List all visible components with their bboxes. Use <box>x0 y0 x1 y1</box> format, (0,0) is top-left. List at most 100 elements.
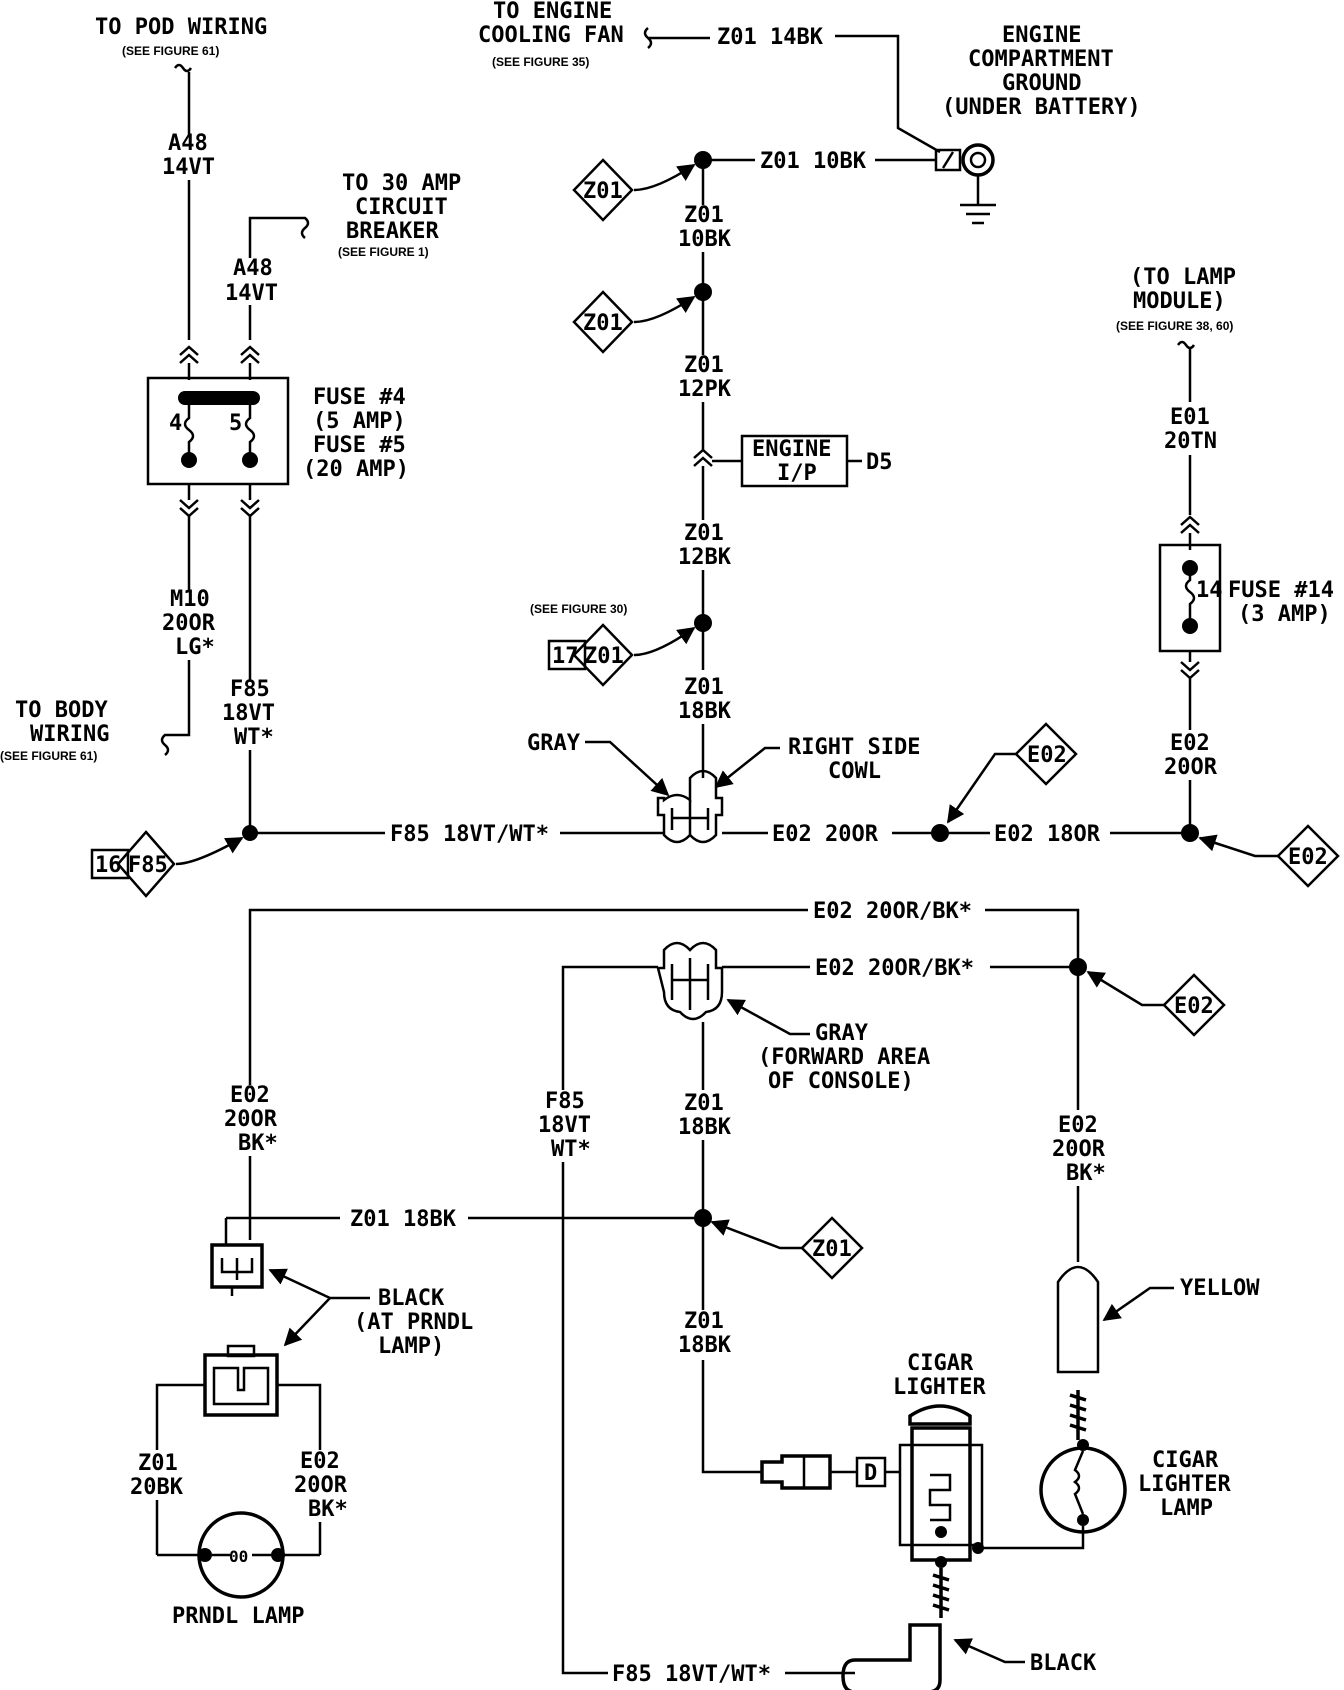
console-connector-inner <box>670 958 710 1010</box>
e02-pl-code: E02 <box>300 1449 340 1474</box>
cowl-label-2: COWL <box>828 759 881 784</box>
black-boot <box>841 1623 942 1690</box>
z01-arrow-1 <box>633 163 696 192</box>
prndl-conn-lower-inner <box>212 1366 270 1406</box>
a48-right-gauge: 14VT <box>225 281 278 306</box>
cb-ref: (SEE FIGURE 1) <box>338 245 429 259</box>
z01-diamond-1-label: Z01 <box>583 179 623 204</box>
lighter-plug <box>760 1454 832 1490</box>
e02-splice-1 <box>931 824 949 842</box>
cb-break-mark <box>248 216 310 258</box>
z01-code-1: Z01 <box>684 203 724 228</box>
z01-diamond-1 <box>572 158 634 222</box>
gray2-label-2: (FORWARD AREA <box>758 1045 930 1070</box>
z01-gauge-7: 20BK <box>130 1475 184 1500</box>
black-boot-label: BLACK <box>1030 1651 1097 1676</box>
body-wiring-label-2: WIRING <box>30 722 109 747</box>
ground-label-3: GROUND <box>1002 71 1081 96</box>
fuse-4-element <box>183 405 195 458</box>
fan-label-2: COOLING FAN <box>478 23 624 48</box>
fuse14-term-bot <box>1182 618 1198 634</box>
e02-right2-gauge: 20OR <box>1052 1137 1106 1162</box>
fuse14-label-2: (3 AMP) <box>1238 602 1331 627</box>
fan-break-mark <box>643 27 710 49</box>
connector-16-name: F85 <box>128 853 168 878</box>
fuse-bus-bar <box>178 391 260 405</box>
prndl-lamp-label: PRNDL LAMP <box>172 1604 304 1629</box>
gray2-arrow <box>726 998 810 1036</box>
e02-18or-label: E02 18OR <box>994 822 1101 847</box>
e02-orbk-top-label: E02 20OR/BK* <box>813 899 972 924</box>
prndl-lamp-term-left <box>198 1548 212 1562</box>
yellow-socket <box>1056 1265 1100 1374</box>
cig-lamp-label-1: CIGAR <box>1152 1448 1219 1473</box>
d-terminal-label: D <box>864 1461 877 1486</box>
fuse-4-terminal <box>181 452 197 468</box>
fuse14-conn-bot <box>1180 661 1200 680</box>
connector-17-name: Z01 <box>584 644 624 669</box>
z01-code-6: Z01 <box>684 1309 724 1334</box>
ground-eyelet-hole <box>969 151 987 169</box>
e02-orbk-top-wire-right <box>985 908 1080 967</box>
fuse14-conn-top <box>1180 515 1200 534</box>
fuse-4-number: 4 <box>169 411 182 436</box>
z01-arrow-lower <box>710 1219 802 1250</box>
z01-diamond-lower <box>800 1216 864 1280</box>
e02-diamond-top <box>1014 722 1078 786</box>
f85-gauge: 18VT <box>222 701 275 726</box>
gray2-label-1: GRAY <box>815 1021 869 1046</box>
cigar-lighter-body <box>910 1426 972 1562</box>
console-connector-shell <box>656 941 724 1021</box>
f85-bottom-label: F85 18VT/WT* <box>612 1662 771 1687</box>
e02-arrow-right <box>1198 834 1278 858</box>
pod-wiring-label: TO POD WIRING <box>95 15 267 40</box>
e02-diamond-right <box>1276 824 1340 888</box>
e02-arrow-top <box>946 752 1016 824</box>
fan-label-1: TO ENGINE <box>493 0 612 24</box>
prndl-conn-lower-tab <box>226 1344 256 1358</box>
f85-code: F85 <box>230 677 270 702</box>
f85-mid-wire <box>561 1162 608 1675</box>
fuse-5-element <box>244 405 256 458</box>
cigar-lighter-term-right <box>972 1542 984 1554</box>
gray2-label-3: OF CONSOLE) <box>768 1069 914 1094</box>
z01-to-lighter-wire <box>701 1360 762 1474</box>
z01-diamond-lower-label: Z01 <box>812 1237 852 1262</box>
m10-gauge: 20OR <box>162 611 216 636</box>
cigar-lighter-term-top <box>935 1526 947 1538</box>
e02-pl-gauge: 20OR <box>294 1473 348 1498</box>
fan-ref: (SEE FIGURE 35) <box>492 55 589 69</box>
a48-left-gauge: 14VT <box>162 155 215 180</box>
m10-wire-2 <box>160 660 191 756</box>
e02-left-tracer: BK* <box>238 1131 278 1156</box>
lamp-to-lighter-wire <box>978 1526 1085 1550</box>
fuse-block <box>146 376 290 486</box>
connector-16-box <box>90 848 130 880</box>
connector-16-number: 16 <box>95 853 122 878</box>
ground-eyelet-slash <box>941 151 955 169</box>
cowl-connector-shell <box>656 769 724 844</box>
f85-mid-tracer: WT* <box>551 1137 591 1162</box>
connector-17-box <box>547 639 587 671</box>
z01-code-5: Z01 <box>684 1091 724 1116</box>
lamp-module-label-2: MODULE) <box>1133 289 1226 314</box>
e02-diamond-top-label: E02 <box>1027 743 1067 768</box>
black-label-1: BLACK <box>378 1286 445 1311</box>
cowl-arrow <box>714 746 780 789</box>
e02-diamond-lower <box>1162 973 1226 1037</box>
ground-label-4: (UNDER BATTERY) <box>942 95 1141 120</box>
e02-right2-tracer: BK* <box>1066 1161 1106 1186</box>
f85-tracer: WT* <box>234 725 274 750</box>
a48-right-code: A48 <box>233 256 273 281</box>
black-label-3: LAMP) <box>378 1334 444 1359</box>
fuse-conn-bot-left <box>179 499 199 518</box>
fuse-label-3: FUSE #5 <box>313 433 406 458</box>
z01-gauge-5: 18BK <box>678 1115 732 1140</box>
fuse-conn-bot-right <box>240 499 260 518</box>
z01-code-7: Z01 <box>138 1451 178 1476</box>
ground-eyelet-ring <box>961 143 995 177</box>
ground-label-1: ENGINE <box>1002 23 1081 48</box>
fuse-5-terminal <box>242 452 258 468</box>
e02-diamond-right-label: E02 <box>1288 845 1328 870</box>
